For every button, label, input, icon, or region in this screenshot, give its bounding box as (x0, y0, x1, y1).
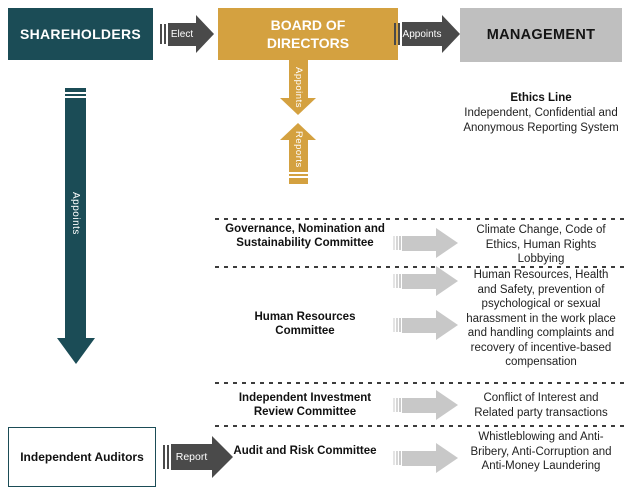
arrow-head (436, 228, 458, 258)
management-box: MANAGEMENT (460, 8, 622, 62)
shareholders-appoints-arrow-shaft (65, 88, 86, 338)
board-appoints-arrow-shaft (289, 60, 308, 98)
reports-arrow-head-icon (280, 123, 316, 140)
arrow-head (436, 443, 458, 473)
arrow-tail-stripe (289, 172, 308, 174)
arrow-body (402, 397, 436, 413)
arrow-tail-stripes (393, 451, 401, 465)
dashed-divider (215, 266, 628, 268)
ethics-line-title: Ethics Line (510, 92, 572, 104)
committee-topics-human-resources: Human Resources, Health and Safety, prev… (466, 269, 616, 368)
dashed-divider (215, 382, 628, 384)
ethics-line-description: Independent, Confidential and Anonymous … (463, 107, 619, 134)
board-appoints-arrow-head-icon (280, 98, 316, 115)
arrow-tail-stripes (393, 274, 401, 288)
arrow-tail-stripe (289, 176, 308, 178)
arrow-head (436, 266, 458, 296)
independent-auditors-box: Independent Auditors (8, 427, 156, 487)
appoints-arrow-label: Appoints (402, 22, 442, 46)
arrow-head (436, 310, 458, 340)
committee-arrow-icon (393, 228, 458, 258)
board-appoints-label: Appoints (293, 66, 304, 108)
committee-name-human-resources: Human Resources Committee (254, 311, 356, 337)
dashed-divider (215, 425, 628, 427)
committee-name-audit-risk: Audit and Risk Committee (233, 445, 377, 457)
report-arrow-label: Report (171, 444, 212, 470)
committee-topics-governance: Climate Change, Code of Ethics, Human Ri… (476, 224, 606, 265)
reports-arrow-shaft (289, 140, 308, 184)
committee-arrow-icon (393, 443, 458, 473)
arrow-head (436, 390, 458, 420)
arrow-tail-stripes (163, 445, 169, 469)
board-of-directors-box: BOARD OF DIRECTORS (218, 8, 398, 60)
arrow-head (212, 436, 233, 478)
committee-name-investment-review: Independent Investment Review Committee (238, 392, 372, 418)
arrow-tail-stripes (160, 24, 166, 44)
board-of-directors-label: BOARD OF DIRECTORS (266, 16, 350, 51)
reports-label: Reports (293, 130, 304, 168)
arrow-tail-stripes (393, 398, 401, 412)
arrow-body (402, 450, 436, 466)
arrow-head (196, 15, 214, 53)
dashed-divider (215, 218, 628, 220)
ethics-line-block: Ethics Line Independent, Confidential an… (459, 92, 623, 135)
shareholders-appoints-label: Appoints (70, 191, 81, 235)
committee-topics-investment-review: Conflict of Interest and Related party t… (474, 392, 608, 419)
arrow-body (402, 235, 436, 251)
arrow-tail-stripe (65, 92, 86, 94)
arrow-body (402, 273, 436, 289)
shareholders-label: SHAREHOLDERS (19, 26, 142, 42)
shareholders-appoints-arrow-head-icon (57, 338, 95, 364)
committee-arrow-icon (393, 390, 458, 420)
arrow-tail-stripes (393, 236, 401, 250)
arrow-body (402, 317, 436, 333)
committee-name-governance: Governance, Nomination and Sustainabilit… (225, 223, 385, 249)
committee-arrow-icon (393, 266, 458, 296)
committee-arrow-icon (393, 310, 458, 340)
committee-topics-audit-risk: Whistleblowing and Anti-Bribery, Anti-Co… (470, 431, 612, 472)
shareholders-box: SHAREHOLDERS (8, 8, 153, 60)
arrow-tail-stripe (65, 96, 86, 98)
elect-arrow-label: Elect (168, 22, 196, 46)
arrow-tail-stripes (393, 318, 401, 332)
management-label: MANAGEMENT (486, 27, 596, 43)
independent-auditors-label: Independent Auditors (20, 450, 144, 464)
appoints-arrow-icon: Appoints (394, 15, 460, 53)
elect-arrow-icon: Elect (160, 15, 214, 53)
arrow-tail-stripes (394, 23, 400, 45)
arrow-head (442, 15, 460, 53)
report-arrow-icon: Report (163, 436, 233, 478)
